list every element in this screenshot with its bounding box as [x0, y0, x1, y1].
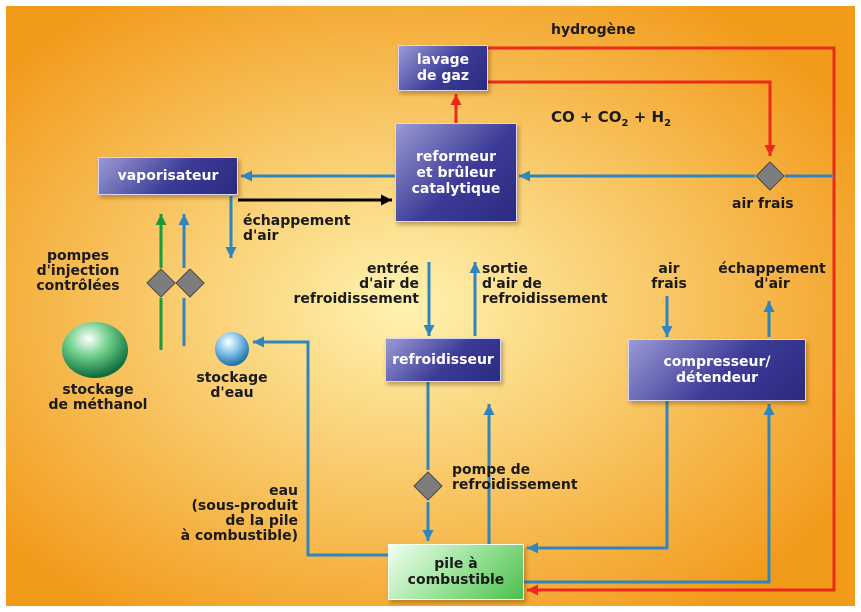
vaporizer-to-reformer-arrow: [238, 194, 392, 206]
vaporizer-box: vaporisateur: [98, 157, 238, 195]
hydrogen-label: hydrogène: [551, 22, 636, 38]
compressor-to-fuelcell-arrow: [527, 401, 669, 554]
gas-mix-line: [488, 80, 776, 156]
fresh-air-label-right: air frais: [732, 196, 794, 212]
cooling-air-inlet-label: entrée d'air de refroidissement: [293, 261, 419, 307]
compressor-exhaust-arrow: [763, 301, 775, 337]
water-tank-icon: [215, 332, 249, 366]
air-valve-icon: [755, 161, 785, 191]
injection-pumps-label: pompes d'injection contrôlées: [36, 248, 120, 294]
hydrogen-line: [488, 46, 836, 596]
cooling-air-outlet-arrow: [469, 262, 481, 336]
water-byproduct-arrow: [253, 336, 388, 557]
methanol-pump-valve-icon: [146, 268, 176, 298]
fresh-air-to-reformer-arrow: [519, 170, 755, 182]
compressor-expander-box: compresseur/ détendeur: [628, 339, 806, 401]
cooling-pump-label: pompe de refroidissement: [452, 462, 578, 493]
methanol-storage-label: stockage de méthanol: [48, 382, 148, 413]
fuelcell-to-cooler-arrow: [483, 404, 495, 544]
reformer-to-vaporizer-arrow: [241, 170, 395, 182]
cooling-air-outlet-label: sortie d'air de refroidissement: [482, 261, 608, 307]
pump-to-fuelcell-arrow: [422, 502, 434, 541]
air-exhaust-label-right: échappement d'air: [718, 261, 826, 292]
fuel-cell-box: pile à combustible: [388, 544, 524, 600]
compressor-fresh-air-arrow: [661, 296, 673, 337]
air-exhaust-label-left: échappement d'air: [243, 213, 351, 244]
water-byproduct-label: eau (sous-produit de la pile à combustib…: [180, 483, 298, 544]
cooling-air-inlet-arrow: [423, 262, 435, 336]
methanol-to-vaporizer-arrow: [155, 214, 167, 268]
gas-wash-box: lavage de gaz: [398, 45, 488, 91]
methanol-tank-icon: [62, 322, 128, 378]
water-storage-label: stockage d'eau: [196, 370, 268, 401]
fuelcell-to-compressor-arrow: [524, 404, 775, 584]
water-pump-valve-icon: [175, 268, 205, 298]
gas-mix-label: CO + CO2 + H2: [551, 108, 672, 130]
reformer-burner-box: reformeur et brûleur catalytique: [395, 123, 517, 222]
fresh-air-label-mid: air frais: [651, 261, 687, 292]
water-to-vaporizer-arrow: [178, 214, 190, 268]
reformer-to-gaswash-arrow: [450, 94, 462, 123]
cooler-box: refroidisseur: [385, 338, 501, 382]
cooling-pump-valve-icon: [413, 471, 443, 501]
vaporizer-exhaust-arrow: [225, 196, 237, 258]
